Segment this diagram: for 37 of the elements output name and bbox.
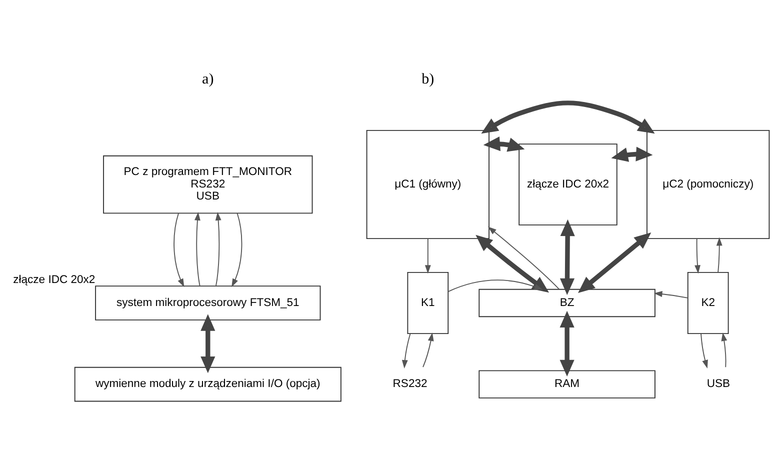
arrow — [654, 291, 688, 298]
node-box: system mikroprocesorowy FTSM_51 — [95, 286, 321, 320]
arrow — [488, 226, 560, 290]
arrow — [578, 232, 652, 293]
arrow — [476, 234, 550, 293]
arrow — [215, 212, 222, 286]
arrow — [483, 136, 525, 152]
node-box: BZ — [478, 288, 656, 318]
node-label: złącze IDC 20x2 — [13, 274, 96, 286]
arrow — [700, 334, 708, 368]
node-box: złącze IDC 20x2 — [518, 144, 618, 226]
arrow — [560, 310, 574, 376]
node-box: μC2 (pomocniczy) — [646, 130, 770, 240]
arrow — [194, 212, 200, 286]
node-box: PC z programem FTT_MONITOR RS232 USB — [103, 155, 313, 214]
arrow — [481, 100, 655, 134]
node-box: wymienne moduly z urządzeniami I/O (opcja) — [74, 366, 342, 402]
arrow — [448, 280, 543, 292]
label: a) — [202, 71, 214, 88]
arrow — [611, 146, 653, 162]
arrow — [560, 219, 575, 296]
arrow — [402, 334, 411, 369]
arrow — [232, 212, 242, 288]
node-box: RAM — [478, 370, 656, 398]
label: b) — [422, 71, 434, 88]
arrow — [716, 237, 722, 273]
arrow — [200, 314, 216, 374]
node-box: K1 — [407, 272, 449, 334]
arrow — [721, 332, 728, 368]
node-text: RS232 — [392, 378, 428, 390]
node-box: μC1 (główny) — [366, 130, 490, 240]
arrow — [174, 212, 184, 288]
arrow — [422, 332, 434, 368]
node-text: USB — [706, 378, 730, 390]
arrow — [694, 238, 700, 274]
node-box: K2 — [687, 272, 729, 334]
arrow — [424, 238, 431, 274]
